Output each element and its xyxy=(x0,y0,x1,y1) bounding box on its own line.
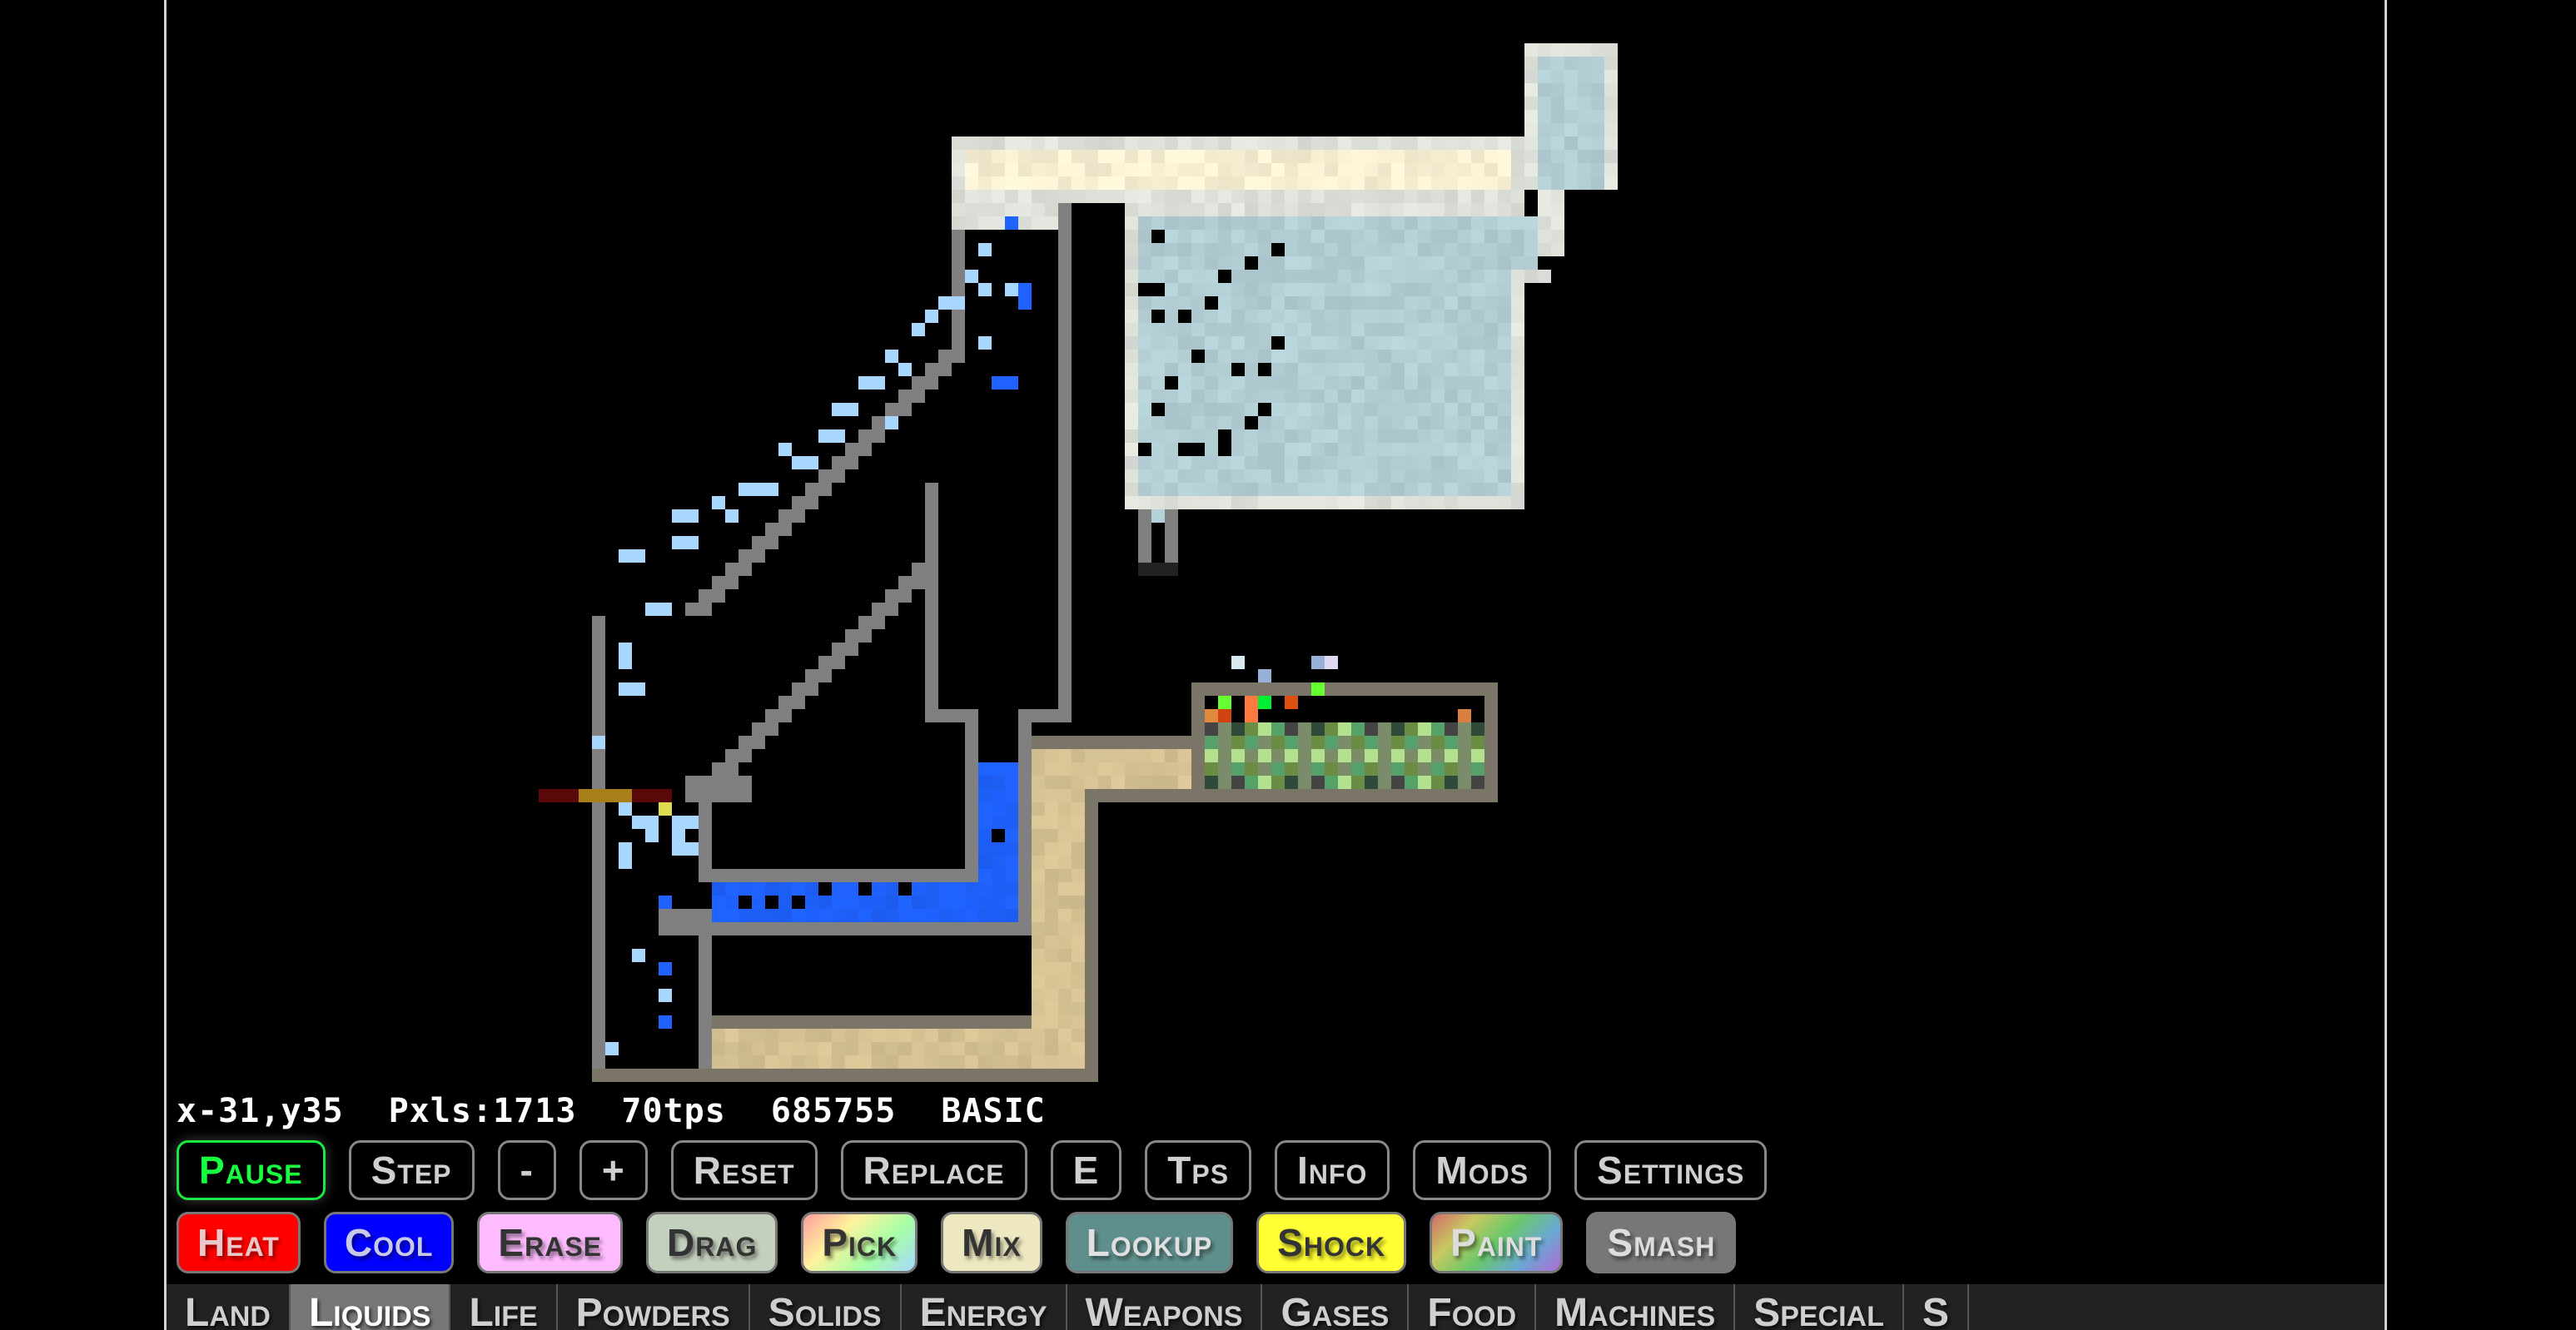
tab-weapons[interactable]: Weapons xyxy=(1067,1284,1263,1330)
reset-button[interactable]: Reset xyxy=(670,1140,818,1200)
view-mode: BASIC xyxy=(941,1092,1046,1130)
erase-tool[interactable]: Erase xyxy=(477,1212,624,1273)
info-button[interactable]: Info xyxy=(1275,1140,1390,1200)
tps-button[interactable]: Tps xyxy=(1145,1140,1252,1200)
step-button[interactable]: Step xyxy=(348,1140,475,1200)
tab-states[interactable]: S xyxy=(1904,1284,1969,1330)
heat-tool[interactable]: Heat xyxy=(177,1212,301,1273)
status-bar: x-31,y35 Pxls:1713 70tps 685755 BASIC xyxy=(177,1092,1091,1130)
tab-liquids[interactable]: Liquids xyxy=(290,1284,451,1330)
cursor-coords: x-31,y35 xyxy=(177,1092,344,1130)
tab-machines[interactable]: Machines xyxy=(1536,1284,1736,1330)
decrease-size-button[interactable]: - xyxy=(497,1140,556,1200)
pick-tool[interactable]: Pick xyxy=(801,1212,918,1273)
paint-tool[interactable]: Paint xyxy=(1430,1212,1564,1273)
pause-button[interactable]: Pause xyxy=(177,1140,326,1200)
tab-food[interactable]: Food xyxy=(1409,1284,1537,1330)
tab-gases[interactable]: Gases xyxy=(1262,1284,1410,1330)
smash-tool[interactable]: Smash xyxy=(1586,1212,1737,1273)
tab-powders[interactable]: Powders xyxy=(558,1284,750,1330)
lookup-tool[interactable]: Lookup xyxy=(1065,1212,1234,1273)
tab-energy[interactable]: Energy xyxy=(902,1284,1067,1330)
tab-life[interactable]: Life xyxy=(450,1284,558,1330)
tab-special[interactable]: Special xyxy=(1735,1284,1904,1330)
tab-solids[interactable]: Solids xyxy=(750,1284,902,1330)
mods-button[interactable]: Mods xyxy=(1413,1140,1552,1200)
control-toolbar: Pause Step - + Reset Replace E Tps Info … xyxy=(177,1140,1768,1200)
settings-button[interactable]: Settings xyxy=(1574,1140,1768,1200)
tool-toolbar: Heat Cool Erase Drag Pick Mix Lookup Sho… xyxy=(177,1212,1737,1273)
game-frame: x-31,y35 Pxls:1713 70tps 685755 BASIC Pause … xyxy=(164,0,2387,1330)
pixel-count: Pxls:1713 xyxy=(388,1092,577,1130)
cool-tool[interactable]: Cool xyxy=(323,1212,455,1273)
simulation-canvas[interactable] xyxy=(167,0,2385,1090)
category-tabs: Land Liquids Life Powders Solids Energy … xyxy=(167,1284,2385,1330)
shock-tool[interactable]: Shock xyxy=(1256,1212,1407,1273)
tick-counter: 685755 xyxy=(770,1092,897,1130)
ticks-per-second: 70tps xyxy=(621,1092,726,1130)
simulation-scene[interactable] xyxy=(167,0,2385,1090)
replace-button[interactable]: Replace xyxy=(840,1140,1027,1200)
tab-land[interactable]: Land xyxy=(167,1284,291,1330)
increase-size-button[interactable]: + xyxy=(579,1140,648,1200)
mix-tool[interactable]: Mix xyxy=(941,1212,1042,1273)
e-button[interactable]: E xyxy=(1050,1140,1122,1200)
drag-tool[interactable]: Drag xyxy=(646,1212,778,1273)
